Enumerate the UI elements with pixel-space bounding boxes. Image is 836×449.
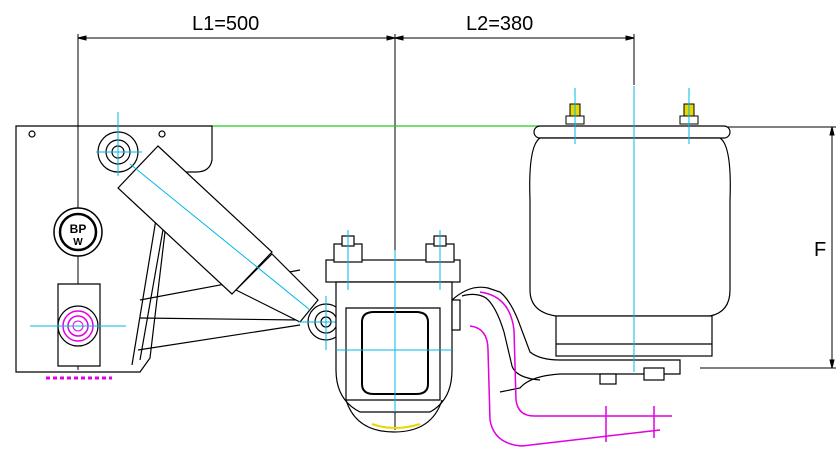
dim-arrow <box>386 35 396 41</box>
dim-arrow <box>77 35 87 41</box>
air-spring-centerlines <box>574 86 690 372</box>
dim-arrow <box>394 35 404 41</box>
badge-top-text: BP <box>70 222 87 236</box>
dim-label-l1: L1=500 <box>192 13 259 35</box>
axle-yellow-mark <box>371 423 421 429</box>
front-pivot-bushing <box>57 283 101 367</box>
bp-badge: BP W <box>53 207 103 257</box>
axle-seat-centerlines <box>336 230 452 351</box>
axle-seat <box>325 235 461 433</box>
badge-bottom-text: W <box>73 237 83 248</box>
dim-arrow <box>829 126 835 136</box>
dim-arrow <box>625 35 635 41</box>
dim-label-l2: L2=380 <box>466 13 533 35</box>
trailing-beam <box>451 286 681 393</box>
dim-label-f: F <box>814 239 826 261</box>
air-spring-studs <box>565 103 699 125</box>
height-valve-linkage <box>469 291 672 447</box>
shock-absorber <box>97 131 345 341</box>
air-spring <box>529 125 731 385</box>
dim-arrow <box>829 359 835 369</box>
